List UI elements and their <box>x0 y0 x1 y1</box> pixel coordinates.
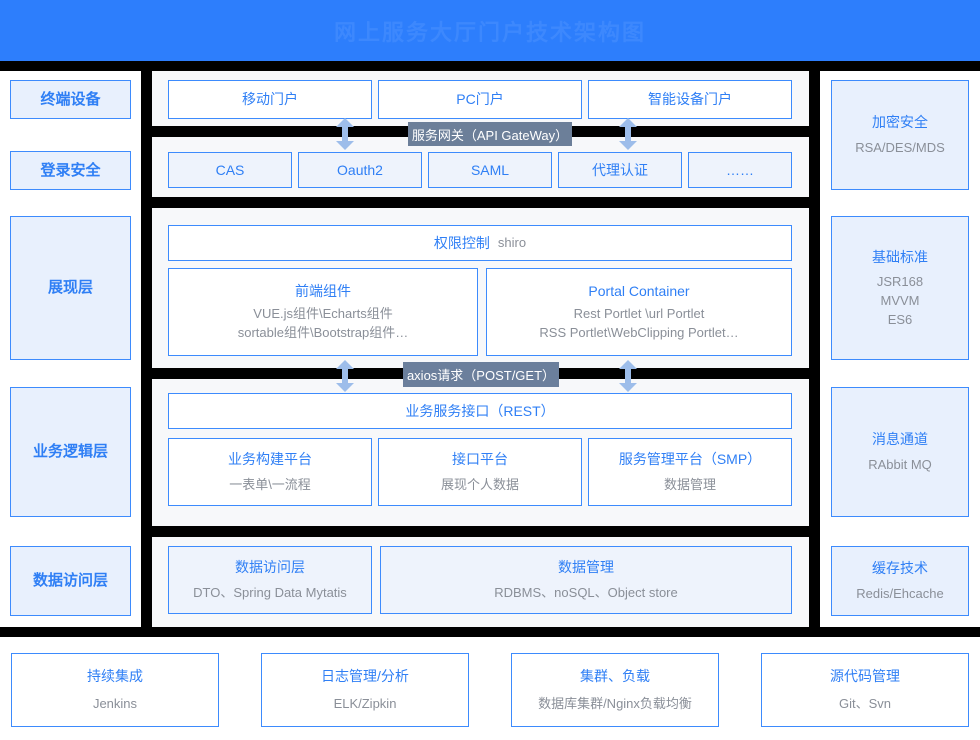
card-subtitle: Git、Svn <box>838 695 891 711</box>
sidebar-item-title: 缓存技术 <box>872 560 928 577</box>
chip-axios-request: axios请求（POST/GET） <box>403 362 559 387</box>
card-title: 移动门户 <box>242 91 298 108</box>
card-pc-portal[interactable]: PC门户 <box>378 80 582 119</box>
card-title: SAML <box>470 161 510 178</box>
card-subtitle: 展现个人数据 <box>440 476 519 492</box>
card-line-2: RSS Portlet\WebClipping Portlet… <box>539 325 739 341</box>
card-tech: shiro <box>497 234 527 250</box>
card-title: 前端组件 <box>295 283 351 299</box>
sidebar-item-line-1: RSA/DES/MDS <box>855 139 945 155</box>
card-subtitle: 数据管理 <box>663 476 716 492</box>
chip-api-gateway: 服务网关（API GateWay） <box>408 122 572 146</box>
card-title: PC门户 <box>456 91 504 108</box>
sidebar-item-title: 加密安全 <box>872 114 928 131</box>
card-oauth2[interactable]: Oauth2 <box>298 152 422 188</box>
sidebar-item-cache-technology[interactable]: 缓存技术 Redis/Ehcache <box>831 546 969 616</box>
card-title: Portal Container <box>588 283 690 299</box>
card-title: 集群、负载 <box>580 668 650 685</box>
card-subtitle: Jenkins <box>92 695 138 711</box>
sidebar-item-line-1: JSR168 <box>876 273 924 289</box>
sidebar-item-line-2: MVVM <box>880 292 920 308</box>
sidebar-item-data-access-layer[interactable]: 数据访问层 <box>10 546 131 616</box>
axios-arrow-right <box>618 360 638 392</box>
card-subtitle: 一表单\一流程 <box>229 476 311 492</box>
card-title: 业务构建平台 <box>228 451 312 468</box>
card-title: 数据访问层 <box>235 559 305 576</box>
card-data-access[interactable]: 数据访问层 DTO、Spring Data Mytatis <box>168 546 372 614</box>
card-line-2: sortable组件\Bootstrap组件… <box>237 325 409 341</box>
card-subtitle: RDBMS、noSQL、Object store <box>494 584 678 600</box>
card-line-1: VUE.js组件\Echarts组件 <box>253 306 393 322</box>
card-subtitle: DTO、Spring Data Mytatis <box>193 584 347 600</box>
card-title: Oauth2 <box>337 161 383 178</box>
card-subtitle: 数据库集群/Nginx负载均衡 <box>538 695 692 711</box>
gateway-arrow-right <box>618 118 638 150</box>
card-title: CAS <box>215 161 245 178</box>
sidebar-item-title: 消息通道 <box>872 431 928 448</box>
card-title: 持续集成 <box>87 668 143 685</box>
sidebar-item-business-logic-layer[interactable]: 业务逻辑层 <box>10 387 131 517</box>
card-smart-device-portal[interactable]: 智能设备门户 <box>588 80 792 119</box>
card-interface-platform[interactable]: 接口平台 展现个人数据 <box>378 438 582 506</box>
card-source-code-management[interactable]: 源代码管理 Git、Svn <box>761 653 969 727</box>
sidebar-item-presentation-layer[interactable]: 展现层 <box>10 216 131 360</box>
card-more-auth[interactable]: …… <box>688 152 792 188</box>
card-title: …… <box>726 161 754 178</box>
page-banner: 网上服务大厅门户技术架构图 <box>0 0 980 61</box>
sidebar-item-encryption-security[interactable]: 加密安全 RSA/DES/MDS <box>831 80 969 190</box>
sidebar-item-label: 数据访问层 <box>32 572 108 590</box>
page-title: 网上服务大厅门户技术架构图 <box>333 19 646 45</box>
card-subtitle: ELK/Zipkin <box>333 695 397 711</box>
sidebar-item-base-standards[interactable]: 基础标准 JSR168 MVVM ES6 <box>831 216 969 360</box>
sidebar-item-label: 登录安全 <box>40 161 101 179</box>
card-proxy-auth[interactable]: 代理认证 <box>558 152 682 188</box>
divider-login-presentation <box>141 197 820 208</box>
frame-top-bar <box>0 61 980 71</box>
sidebar-item-message-channel[interactable]: 消息通道 RAbbit MQ <box>831 387 969 517</box>
sidebar-item-line-3: ES6 <box>887 311 913 327</box>
card-business-build-platform[interactable]: 业务构建平台 一表单\一流程 <box>168 438 372 506</box>
sidebar-item-title: 基础标准 <box>872 248 928 265</box>
sidebar-item-label: 展现层 <box>47 279 93 297</box>
card-title: 日志管理/分析 <box>321 668 409 685</box>
axios-arrow-left <box>335 360 355 392</box>
frame-right-bar <box>809 61 820 637</box>
card-title: 代理认证 <box>592 161 648 178</box>
sidebar-item-terminal-devices[interactable]: 终端设备 <box>10 80 131 119</box>
sidebar-item-label: 业务逻辑层 <box>32 443 108 461</box>
sidebar-item-line-1: RAbbit MQ <box>868 456 932 472</box>
card-title: 数据管理 <box>558 559 614 576</box>
card-permission-control[interactable]: 权限控制 shiro <box>168 225 792 261</box>
card-portal-container[interactable]: Portal Container Rest Portlet \url Portl… <box>486 268 792 356</box>
card-saml[interactable]: SAML <box>428 152 552 188</box>
gateway-arrow-left <box>335 118 355 150</box>
card-title: 权限控制 <box>433 234 490 251</box>
card-continuous-integration[interactable]: 持续集成 Jenkins <box>11 653 219 727</box>
card-service-management-platform[interactable]: 服务管理平台（SMP） 数据管理 <box>588 438 792 506</box>
card-mobile-portal[interactable]: 移动门户 <box>168 80 372 119</box>
sidebar-item-label: 终端设备 <box>40 90 101 108</box>
sidebar-item-login-security[interactable]: 登录安全 <box>10 151 131 190</box>
frame-left-bar <box>141 61 152 637</box>
card-title: 源代码管理 <box>830 668 900 685</box>
card-title: 智能设备门户 <box>648 91 732 108</box>
card-business-service-interface[interactable]: 业务服务接口（REST） <box>168 393 792 429</box>
frame-bottom-bar <box>0 627 980 637</box>
card-data-management[interactable]: 数据管理 RDBMS、noSQL、Object store <box>380 546 792 614</box>
card-cas[interactable]: CAS <box>168 152 292 188</box>
card-title: 服务管理平台（SMP） <box>618 451 762 468</box>
sidebar-item-line-1: Redis/Ehcache <box>856 585 944 601</box>
card-line-1: Rest Portlet \url Portlet <box>573 306 705 322</box>
card-log-management[interactable]: 日志管理/分析 ELK/Zipkin <box>261 653 469 727</box>
divider-business-data <box>141 526 820 537</box>
card-frontend-components[interactable]: 前端组件 VUE.js组件\Echarts组件 sortable组件\Boots… <box>168 268 478 356</box>
card-cluster-load[interactable]: 集群、负载 数据库集群/Nginx负载均衡 <box>511 653 719 727</box>
card-title: 业务服务接口（REST） <box>405 402 555 419</box>
card-title: 接口平台 <box>452 451 508 468</box>
